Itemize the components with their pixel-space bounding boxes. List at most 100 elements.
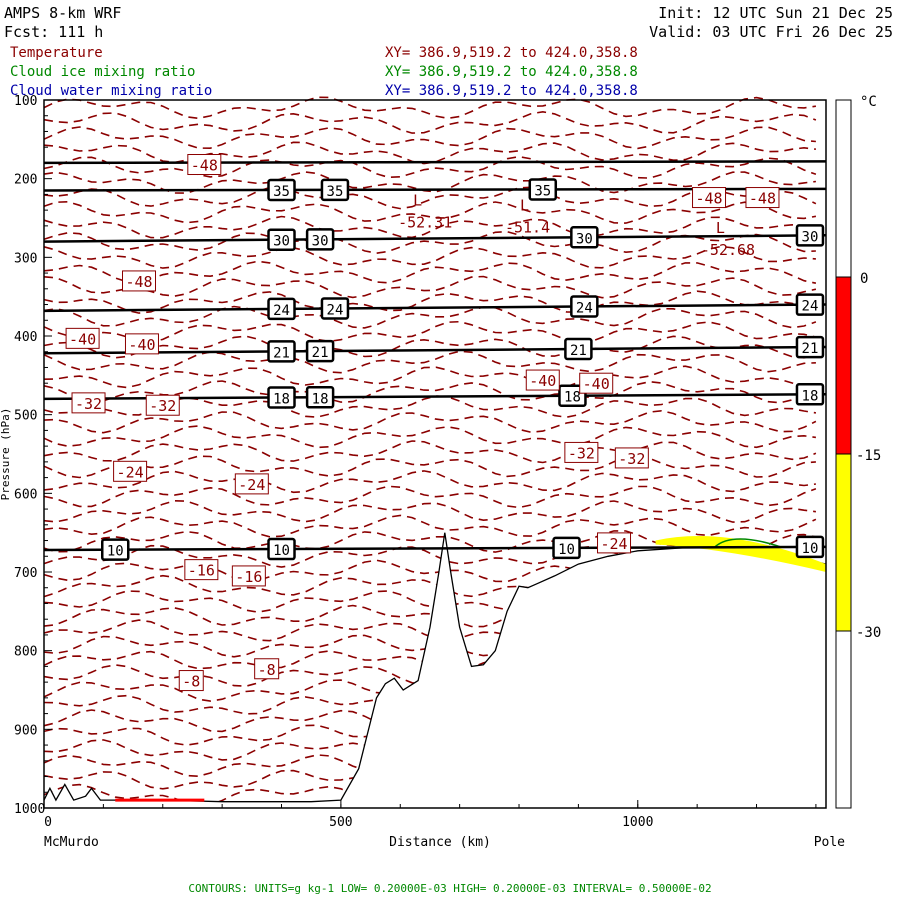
colorbar-band-yellow [835,453,852,632]
terrain-line [43,532,827,803]
temperature-label-box [564,441,599,463]
isentrope-label: 35 [534,183,551,199]
temperature-contour [43,155,817,179]
isentrope-label-box [795,224,825,247]
isentrope-label: 10 [273,543,290,559]
temperature-contour [43,499,817,523]
isentrope-label-box [305,339,335,363]
isentrope-line [43,545,827,552]
temperature-label: -8 [258,661,276,679]
x-axis-label: Distance (km) [389,835,491,850]
temperature-label-box [178,670,204,692]
forecast-hour: Fcst: 111 h [4,23,103,41]
isentrope-label: 18 [273,391,290,407]
temperature-label: -40 [128,336,155,354]
temperature-contour [43,186,817,210]
colorbar-tick-label: -15 [856,448,881,464]
isentrope-label-box [570,226,599,249]
temperature-contour [43,110,817,134]
temperature-label-box [745,187,780,209]
temperature-label: -48 [191,157,218,175]
temperature-label: -16 [188,562,215,580]
temperature-label-box [525,369,560,391]
temperature-label-box [231,565,266,587]
colorbar-tick-label: 0 [860,271,868,287]
init-time: Init: 12 UTC Sun 21 Dec 25 [658,4,893,22]
temperature-label: -32 [618,450,645,468]
low-marker: L [716,219,725,237]
temperature-contour [43,470,817,494]
contour-footer: CONTOURS: UNITS=g kg-1 LOW= 0.20000E-03 … [188,882,711,895]
y-tick-label: 200 [14,173,37,188]
temperature-label: -8 [182,673,200,691]
temperature-label-box [579,372,614,394]
temperature-label: -24 [600,535,627,553]
isentrope-label-box [552,536,581,560]
temperature-contour [43,409,817,434]
isentrope-label: 21 [570,343,587,359]
y-tick-label: 800 [14,645,37,660]
temperature-label-box [597,532,632,554]
temperature-label-box [184,559,219,581]
isentrope-label: 30 [576,231,593,247]
isentrope-label-box [267,386,296,409]
y-tick-label: 1000 [14,802,45,817]
y-tick-label: 300 [14,251,37,266]
temperature-label: -32 [149,397,176,415]
y-tick-label: 100 [14,94,37,109]
low-value: -52.68 [701,241,755,259]
isentrope-label-box [795,293,825,316]
low-value: -52.31 [398,214,452,232]
x-tick-label: 0 [44,815,52,830]
temperature-label: -24 [117,463,144,481]
isentrope-label-box [101,538,130,561]
temperature-label: -24 [238,476,265,494]
temperature-label-box [692,187,727,209]
temperature-contour [43,380,817,404]
temperature-labels: -48-48-48-48-40-40-40-40-32-32-32-32-24-… [65,154,780,692]
isentrope-label: 18 [312,391,329,407]
temperature-contour [43,275,817,299]
y-tick-label: 700 [14,566,37,581]
x-tick-label: 500 [329,815,352,830]
isentrope-label: 21 [802,341,819,357]
xy-temperature: XY= 386.9,519.2 to 424.0,358.8 [385,45,638,61]
temperature-contour [43,96,817,120]
isentrope-label-box [570,295,599,318]
temperature-contour [43,320,817,344]
temperature-contour [43,171,816,194]
temperature-label: -48 [695,190,722,208]
temperature-contour [43,200,817,224]
isentrope-label: 10 [558,542,575,558]
y-tick-label: 900 [14,723,37,738]
model-title: AMPS 8-km WRF [4,4,121,22]
temperature-label: -40 [69,330,96,348]
isentrope-label-box [795,535,825,559]
y-tick-label: 600 [14,487,37,502]
isentrope-label: 24 [273,303,290,319]
temperature-contour [43,305,817,329]
isentrope-line [43,160,827,165]
temperature-contour [43,335,817,359]
temperature-label-box [187,154,222,176]
temperature-label: -48 [125,273,152,291]
x-tick-label: 1000 [622,815,653,830]
isentrope-label-box [320,297,350,320]
isentrope-label: 30 [312,233,329,249]
isentrope-label: 30 [802,229,819,245]
isentrope-label-box [267,228,296,251]
temperature-contour [43,440,817,464]
temperature-contour [43,126,816,150]
temperature-label-box [122,270,157,292]
colorbar-tick-label: -30 [856,625,881,641]
y-tick-label: 500 [14,409,37,424]
temperature-contour [43,485,817,509]
isentrope-label-box [558,384,587,407]
temperature-label: -32 [75,395,102,413]
temperature-label-box [71,392,106,414]
isentrope-label: 35 [327,184,344,200]
isentrope-line [43,303,827,313]
temperature-label-box [113,460,148,482]
